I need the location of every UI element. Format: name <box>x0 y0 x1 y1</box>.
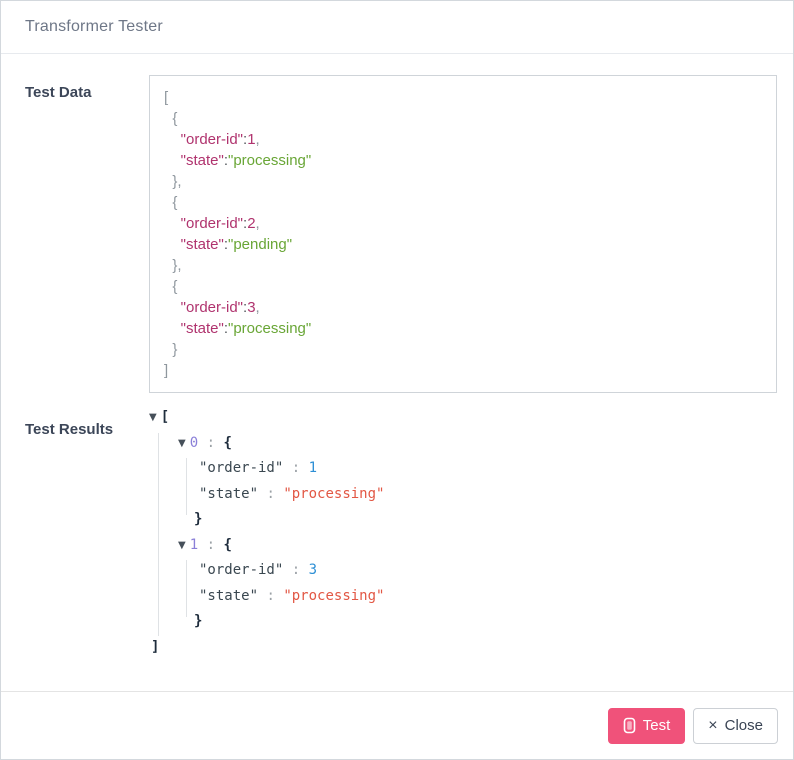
editor-line: } <box>164 341 178 358</box>
tree-guide-line <box>158 433 159 636</box>
tree-line: "order-id" : 1 <box>199 460 318 476</box>
collapse-toggle-icon[interactable]: ▼ <box>178 437 186 449</box>
test-button[interactable]: Test <box>607 707 686 744</box>
collapse-toggle-icon[interactable]: ▼ <box>149 412 157 423</box>
dialog-footer: Test × Close <box>1 691 793 759</box>
editor-line: [ <box>164 89 169 106</box>
test-button-label: Test <box>642 717 671 734</box>
tree-line: } <box>194 613 203 629</box>
editor-line: { <box>164 278 178 295</box>
tree-line: "state" : "processing" <box>199 587 385 604</box>
editor-line: "state":"pending" <box>180 236 293 253</box>
close-x-icon: × <box>708 716 718 734</box>
tree-line: ▼0 : { <box>149 431 709 457</box>
editor-line: { <box>164 110 178 127</box>
editor-line: "state":"processing" <box>180 152 312 169</box>
close-button[interactable]: × Close <box>693 707 778 744</box>
tree-line: ▼[ <box>149 405 709 431</box>
close-button-label: Close <box>724 717 763 734</box>
dialog-header: Transformer Tester <box>1 1 793 54</box>
collapse-toggle-icon[interactable]: ▼ <box>178 539 186 551</box>
test-data-label: Test Data <box>25 84 92 101</box>
test-data-editor[interactable]: [ { "order-id":1, "state":"processing" }… <box>149 75 777 393</box>
tree-line: ▼1 : { <box>149 533 709 559</box>
editor-line: "order-id":2, <box>180 215 260 232</box>
editor-line: "order-id":1, <box>180 131 260 148</box>
test-results-label: Test Results <box>25 421 114 438</box>
tree-guide-line <box>186 458 187 515</box>
editor-line: }, <box>164 173 182 190</box>
editor-line: }, <box>164 257 182 274</box>
editor-line: { <box>164 194 178 211</box>
tree-line: "state" : "processing" <box>199 485 385 502</box>
vial-icon <box>623 717 636 734</box>
tree-line: "order-id" : 3 <box>199 562 318 578</box>
dialog-title: Transformer Tester <box>25 18 163 35</box>
editor-line: ] <box>164 362 169 379</box>
editor-line: "state":"processing" <box>180 320 312 337</box>
editor-line: "order-id":3, <box>180 299 260 316</box>
tree-guide-line <box>186 560 187 617</box>
tree-line: } <box>194 511 203 527</box>
tree-line: ] <box>151 638 160 655</box>
test-results-tree: ▼[▼0 : { "order-id" : 1 "state" : "process… <box>149 405 709 660</box>
